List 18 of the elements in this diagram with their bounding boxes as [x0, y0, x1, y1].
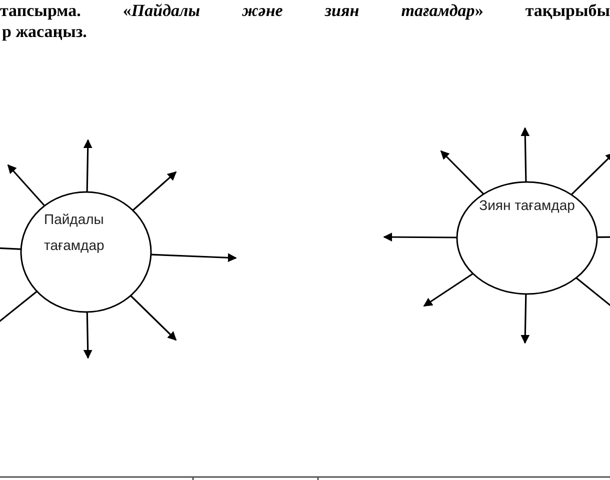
arrow [440, 150, 484, 195]
ellipse-node [456, 181, 598, 295]
ellipse-node [20, 191, 152, 313]
arrow [423, 272, 474, 307]
arrow [132, 171, 177, 211]
arrow [150, 253, 237, 262]
task-text: р жасаңыз. [1, 21, 87, 42]
arrow [520, 127, 530, 182]
arrow [83, 139, 92, 192]
title: тапсырма. «Пайдалы және зиян тағамдар» тақырыбы [0, 0, 610, 21]
arrow [383, 232, 458, 242]
arrow [7, 164, 46, 206]
arrow [130, 295, 177, 341]
arrow [570, 152, 610, 196]
node-label: Зиян тағамдар [478, 196, 576, 215]
node-label: Пайдалы тағамдар [44, 210, 106, 255]
arrow [520, 294, 530, 344]
arrow [83, 312, 92, 359]
